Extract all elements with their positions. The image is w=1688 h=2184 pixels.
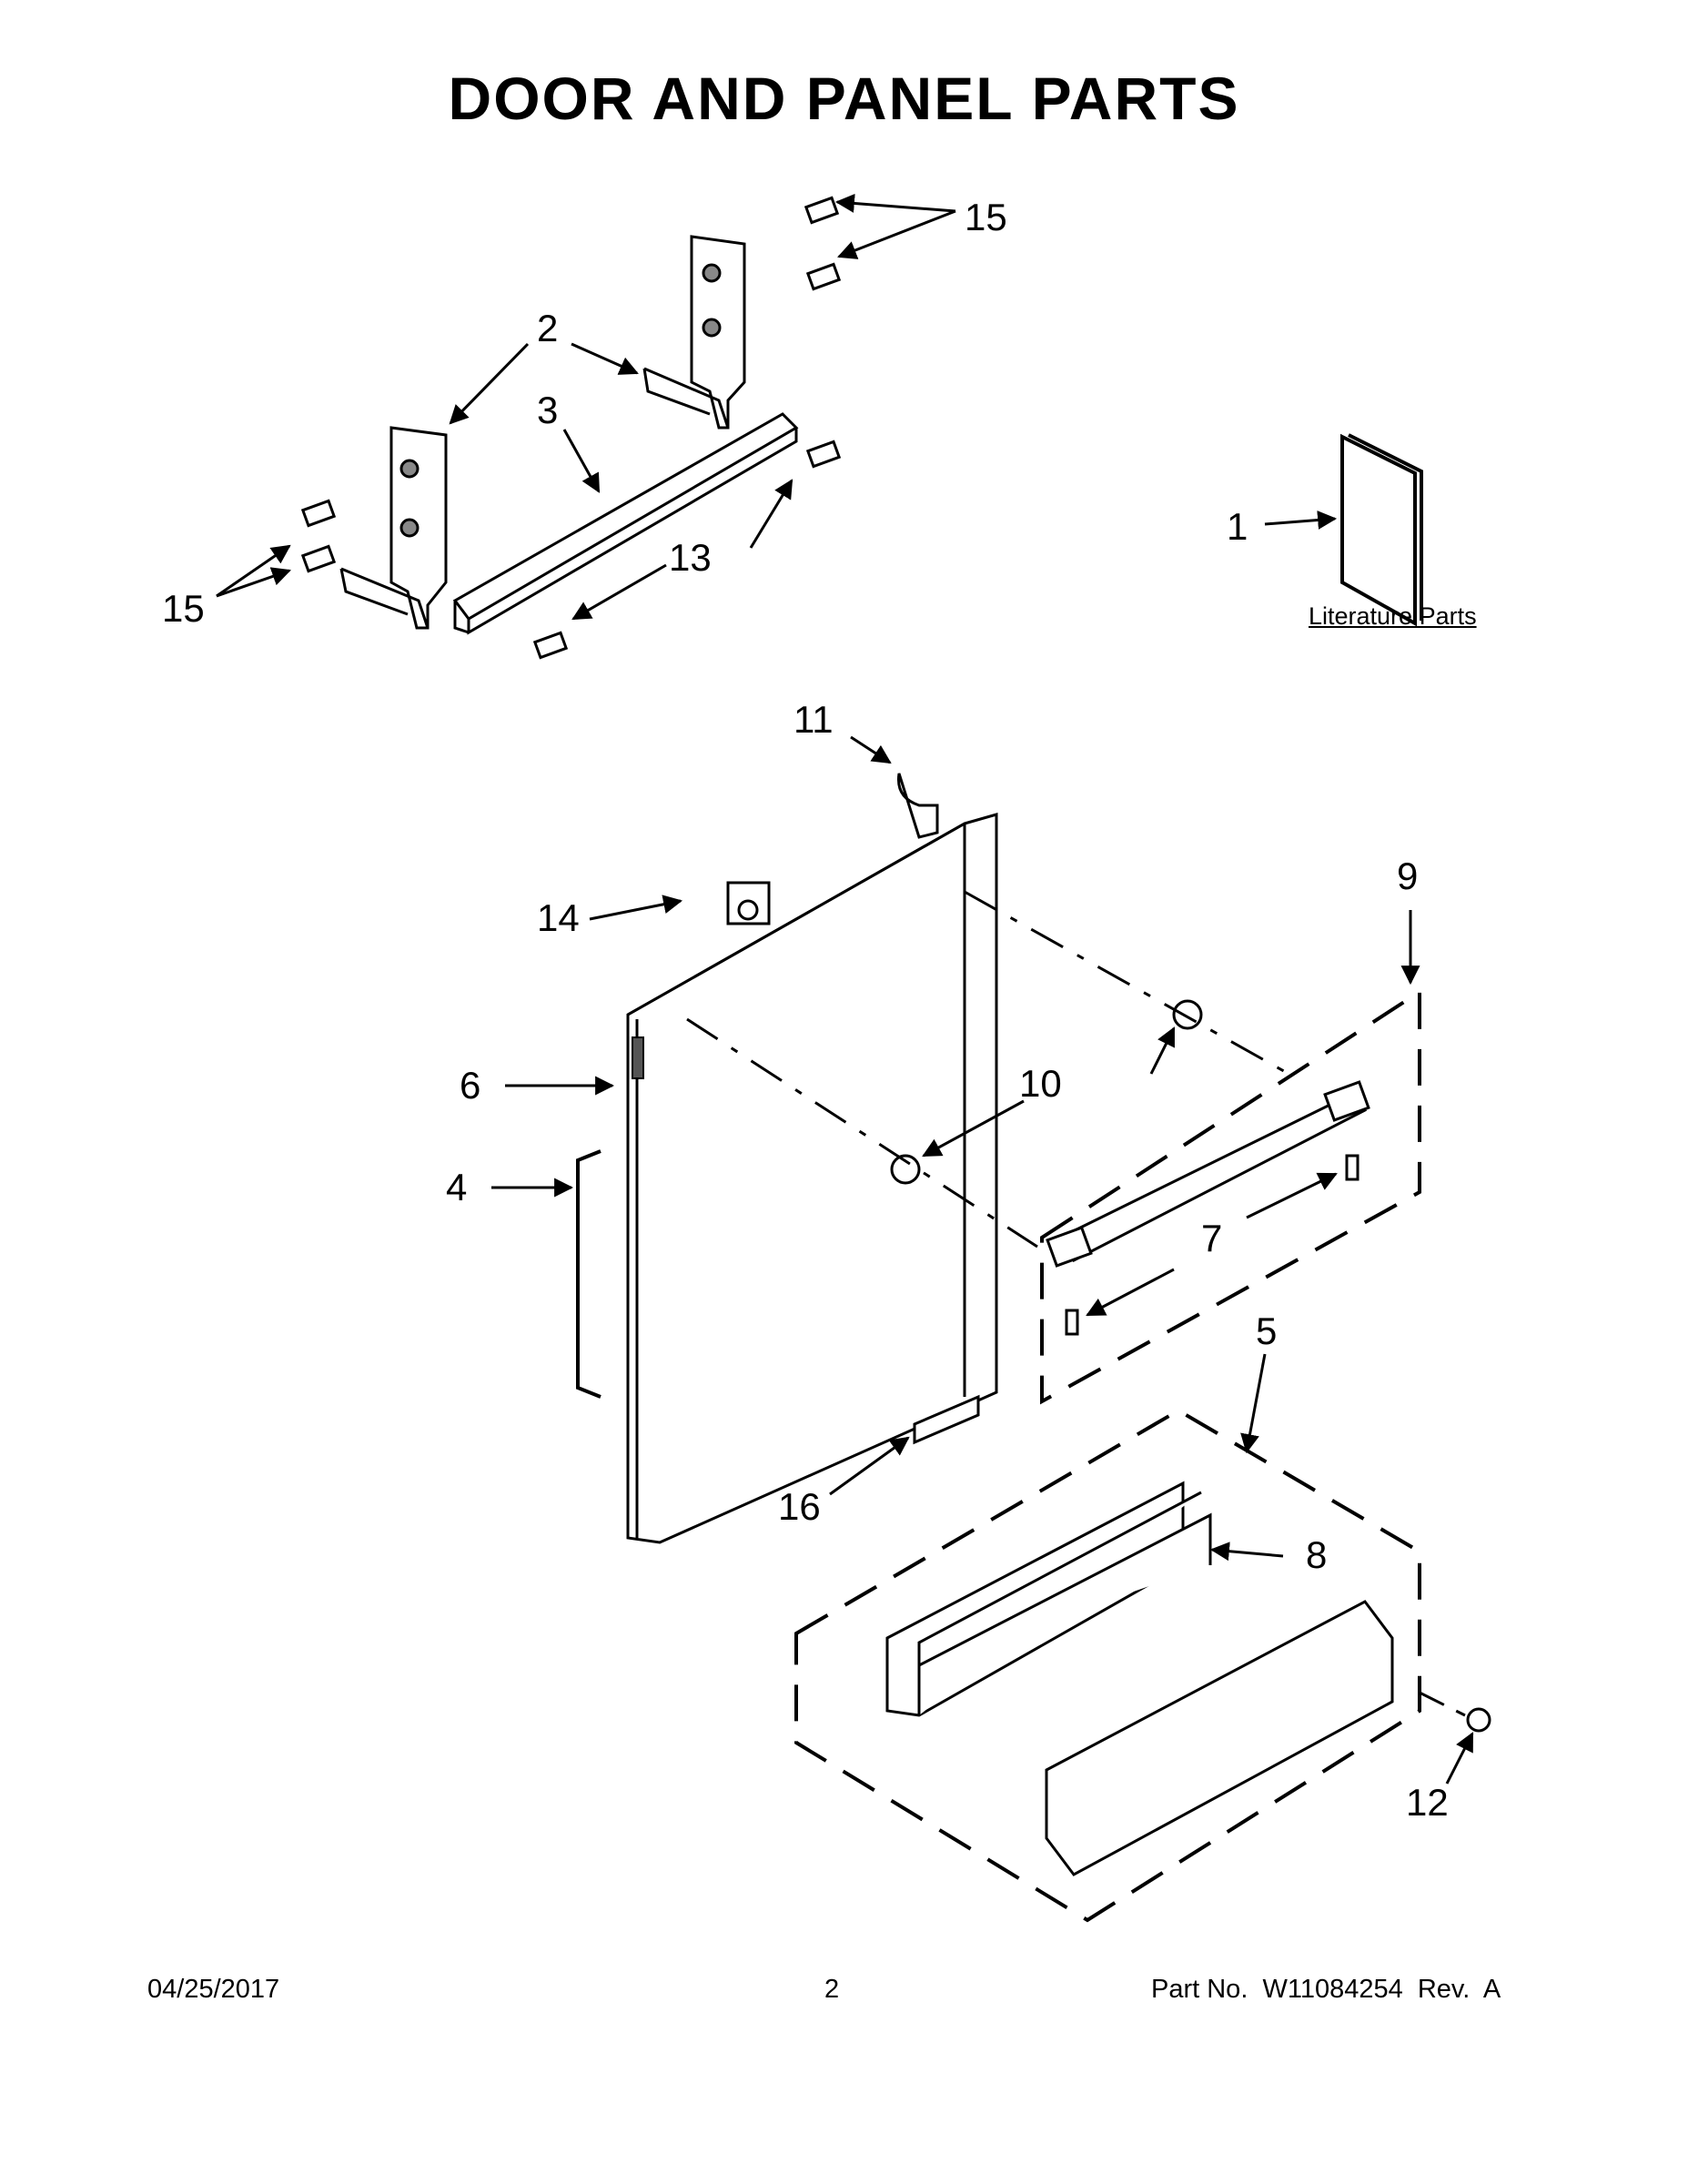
footer-page-number: 2 (824, 1975, 840, 2004)
callout-8: 8 (1306, 1533, 1328, 1576)
toe-kick-panel (1045, 1600, 1394, 1876)
callout-4: 4 (446, 1166, 468, 1208)
door-latch-bracket (726, 881, 771, 925)
door-vent-tube (896, 773, 939, 839)
callout-11: 11 (793, 698, 834, 741)
literature-parts-label: Literature Parts (1309, 602, 1477, 630)
handle-mounting-leader (686, 890, 1298, 1249)
footer-part-number: Part No. W11084254 Rev. A (1151, 1975, 1501, 2004)
handle-bar (1046, 1080, 1370, 1336)
callout-leaders (216, 193, 1474, 1785)
hinge-support-rail (452, 412, 799, 635)
toe-kick-group-outline (794, 1408, 1421, 1923)
door-vent-icon (632, 1036, 644, 1079)
callout-15-bottom: 15 (162, 587, 205, 630)
footer-date: 04/25/2017 (147, 1975, 280, 2004)
callout-9: 9 (1397, 854, 1419, 897)
kick-plate-vent (885, 1481, 1212, 1717)
handle-group-outline (1040, 988, 1421, 1405)
callout-6: 6 (460, 1064, 481, 1107)
page-title: DOOR AND PANEL PARTS (448, 65, 1240, 132)
left-hinge-bracket (339, 426, 448, 630)
callout-15-top: 15 (965, 196, 1007, 238)
callout-14: 14 (537, 896, 580, 939)
callout-13: 13 (669, 536, 712, 579)
callout-3: 3 (537, 389, 559, 431)
callout-2: 2 (537, 307, 559, 349)
door-badge (913, 1394, 980, 1445)
literature-book-icon (1340, 433, 1423, 627)
callout-10: 10 (1019, 1062, 1062, 1105)
right-hinge-bracket (642, 235, 746, 430)
toe-kick-leader (1419, 1691, 1466, 1717)
screw-icon (300, 196, 842, 660)
callout-12: 12 (1406, 1781, 1449, 1824)
door-gasket (576, 1149, 601, 1399)
callout-1: 1 (1227, 505, 1248, 548)
callout-5: 5 (1256, 1309, 1278, 1352)
toe-kick-screw-icon (1466, 1707, 1491, 1733)
door-outer-panel (626, 813, 998, 1544)
callout-7: 7 (1201, 1217, 1223, 1259)
callout-16: 16 (778, 1485, 821, 1528)
